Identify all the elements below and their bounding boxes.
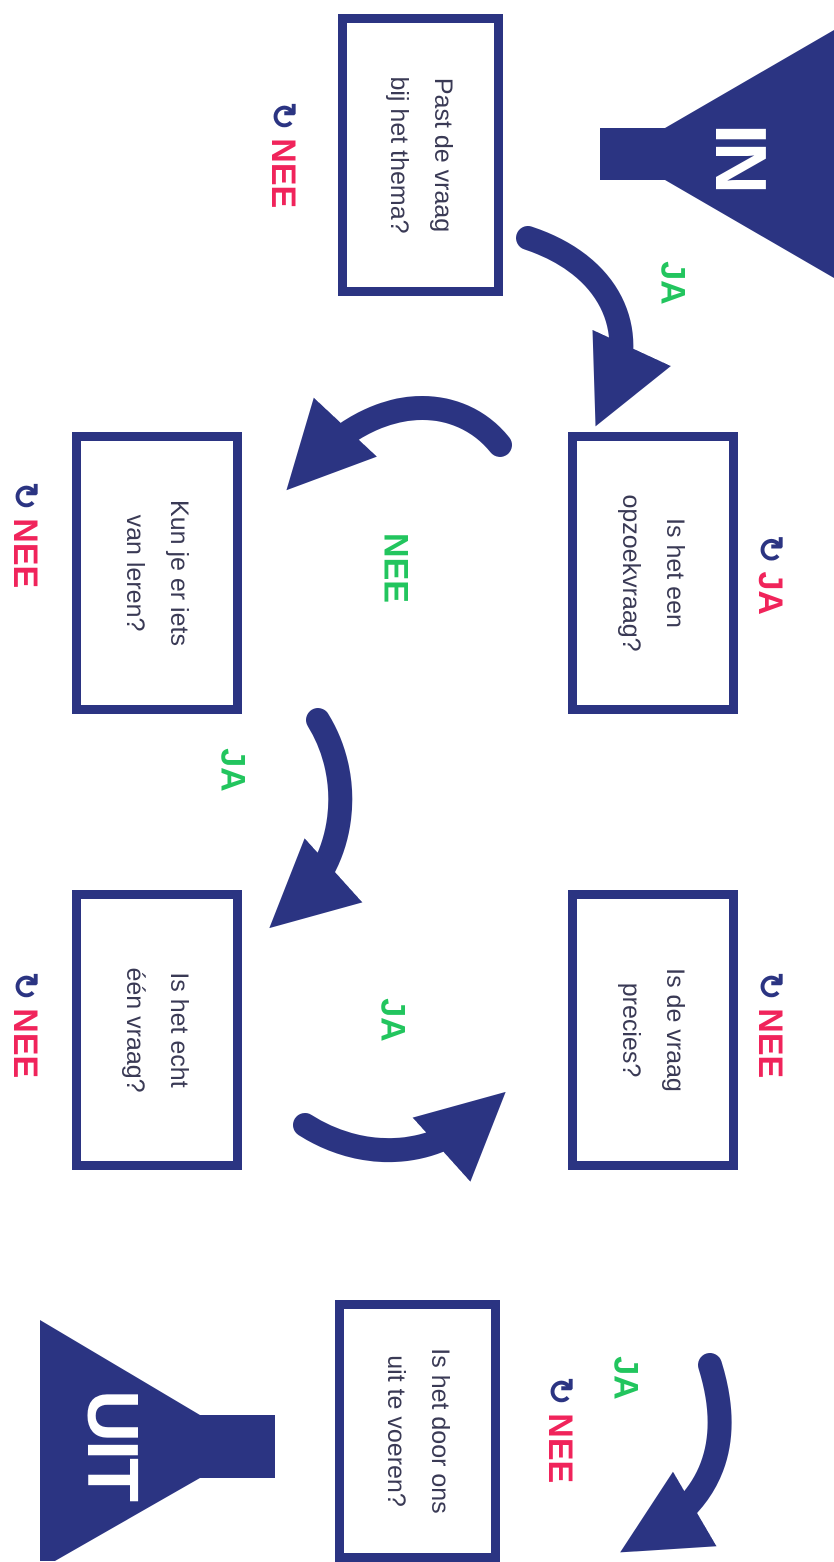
retry-icon: ↻ — [6, 481, 44, 511]
flow-label-ja-2: JA — [213, 748, 252, 792]
in-funnel-label: IN — [700, 124, 780, 192]
retry-icon: ↻ — [264, 101, 302, 131]
question-box-leren: Kun je er iets van leren? — [72, 432, 242, 714]
retry-nee-precies: ↻NEE — [751, 971, 789, 1079]
question-box-thema: Past de vraag bij het thema? — [338, 14, 503, 296]
question-echt-line2: één vraag? — [121, 967, 149, 1093]
retry-icon: ↻ — [6, 971, 44, 1001]
flow-label-ja-4: JA — [606, 1356, 645, 1400]
flow-label-nee: NEE — [376, 533, 415, 603]
question-uitvoeren-line2: uit te voeren? — [381, 1355, 410, 1507]
retry-icon: ↻ — [751, 971, 789, 1001]
question-thema-line2: bij het thema? — [384, 76, 413, 234]
retry-icon: ↻ — [541, 1376, 579, 1406]
question-leren-line1: Kun je er iets — [165, 500, 193, 646]
arrow-thema-to-opzoek — [516, 226, 671, 427]
question-opzoek-line1: Is het een — [661, 518, 689, 628]
arrow-leren-to-echt — [269, 708, 363, 929]
retry-nee-leren: ↻NEE — [6, 481, 44, 589]
retry-nee-echt: ↻NEE — [6, 971, 44, 1079]
retry-ja-opzoek: ↻JA — [751, 535, 789, 615]
uit-funnel-label: UIT — [72, 1390, 152, 1500]
retry-nee-thema: ↻NEE — [264, 101, 302, 209]
arrow-opzoek-to-leren — [286, 396, 512, 491]
arrow-precies-to-uitvoeren — [620, 1353, 732, 1553]
retry-icon: ↻ — [751, 535, 789, 564]
retry-nee-uitvoeren: ↻NEE — [541, 1376, 579, 1484]
question-uitvoeren-line1: Is het door ons — [425, 1348, 454, 1514]
uit-funnel-shape — [40, 1320, 275, 1561]
question-box-opzoek: Is het een opzoekvraag? — [568, 432, 738, 714]
question-box-precies: Is de vraag precies? — [568, 890, 738, 1170]
question-precies-line2: precies? — [617, 982, 645, 1078]
question-leren-line2: van leren? — [121, 514, 149, 632]
question-precies-line1: Is de vraag — [661, 968, 689, 1092]
question-box-uitvoeren: Is het door ons uit te voeren? — [335, 1300, 500, 1562]
arrow-echt-to-precies — [293, 1091, 506, 1182]
flow-label-ja-1: JA — [653, 261, 692, 305]
question-echt-line1: Is het echt — [165, 972, 193, 1088]
in-funnel-shape — [600, 30, 834, 278]
question-thema-line1: Past de vraag — [428, 77, 457, 233]
question-opzoek-line2: opzoekvraag? — [617, 494, 645, 652]
question-box-echt: Is het echt één vraag? — [72, 890, 242, 1170]
flow-label-ja-3: JA — [373, 998, 412, 1042]
